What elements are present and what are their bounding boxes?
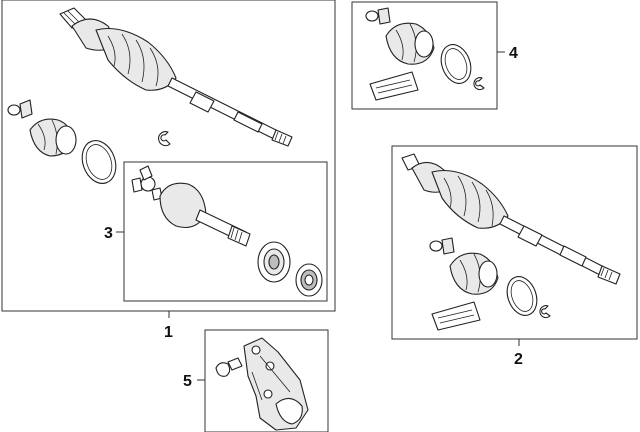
bracket-pin [215,362,231,377]
callout-5: 5 [183,373,192,390]
boot-clamp-ring-2 [506,276,538,316]
boot-clamp-2 [429,237,455,255]
snap-ring-1 [158,131,171,147]
group-2-frame [391,145,638,340]
snap-ring-4 [473,77,485,91]
group-3-inner-joint [123,161,328,302]
grease-pack-4 [369,71,419,101]
grease-pack-2 [431,301,481,331]
dust-seal [295,263,323,297]
boot-1 [29,118,77,157]
callout-1: 1 [164,324,173,341]
boot-4 [385,22,435,65]
group-5-bracket [197,329,329,432]
snap-ring-2 [539,305,551,319]
inner-joint-housing [159,182,251,247]
axle-shaft-1 [59,7,293,147]
group-2-axle-assembly [391,145,638,346]
callout-3: 3 [104,225,113,242]
boot-clamp-ring-4 [440,44,472,84]
tripod-spider [131,165,163,201]
callout-4: 4 [509,45,518,62]
callout-2: 2 [514,351,523,368]
group-1-axle-assembly [1,0,336,318]
boot-clamp-small [7,99,33,119]
boot-2 [449,252,499,295]
group-4-frame [351,1,498,110]
boot-clamp-ring-1 [81,140,117,184]
group-5-frame [204,329,329,432]
axle-shaft-2 [401,153,621,285]
center-bearing [257,241,291,283]
group-4-boot-kit [351,1,505,110]
boot-clamp-4 [365,7,391,25]
bearing-bracket [243,337,309,431]
